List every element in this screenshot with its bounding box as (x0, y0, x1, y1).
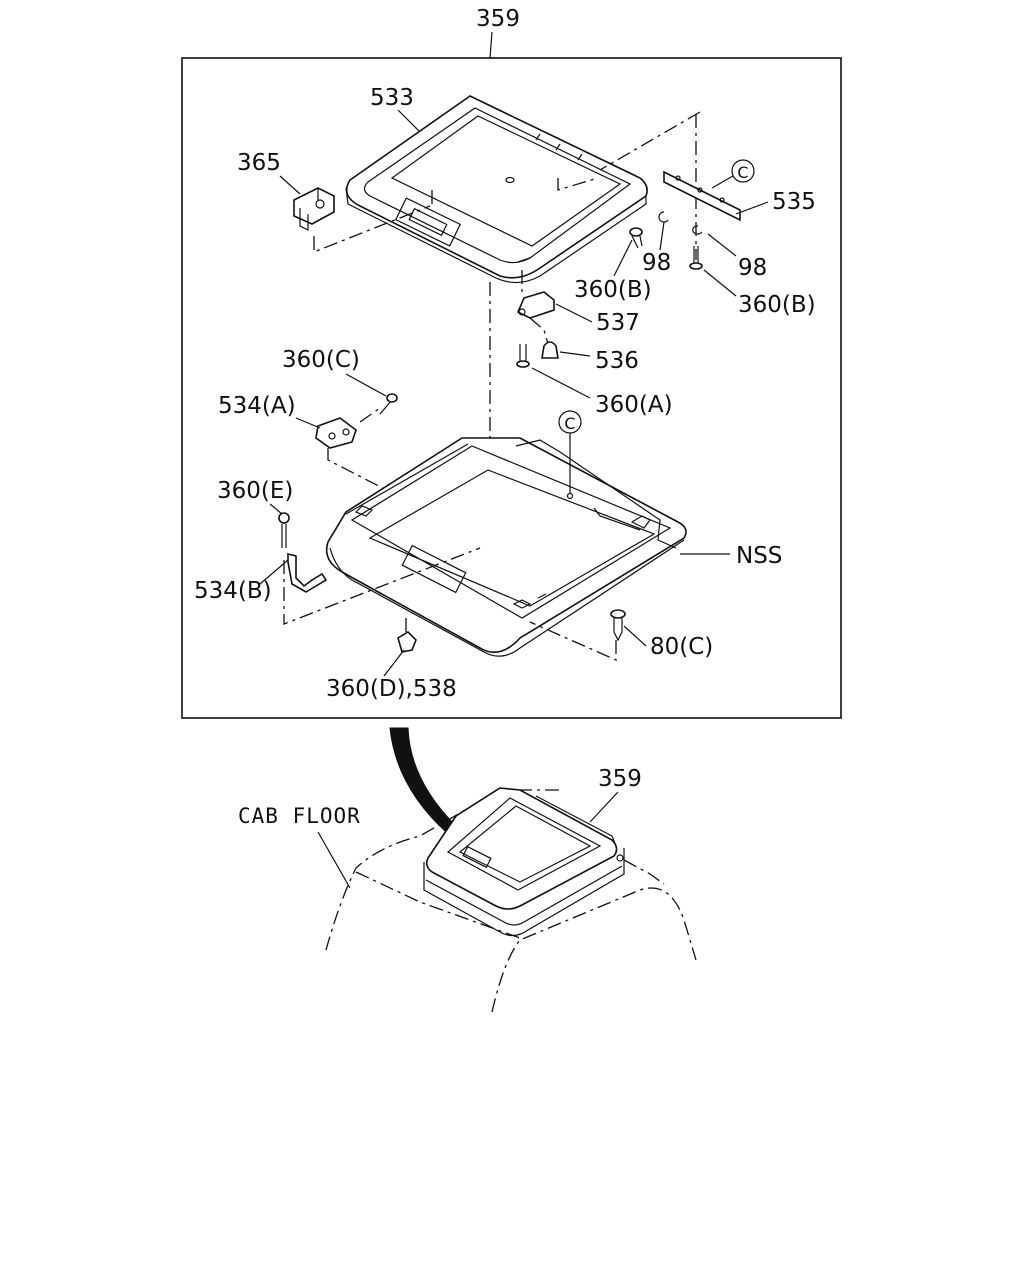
clip-360d-538 (397, 630, 417, 653)
guide-line (359, 407, 381, 423)
callout-534a: 534(A) (218, 393, 296, 419)
guide-line (529, 317, 549, 345)
leader-534a (295, 417, 321, 429)
bumper-536 (541, 341, 559, 359)
clip-98-left (658, 211, 669, 223)
inset-assembly-leader (589, 791, 619, 823)
console-lid (345, 95, 648, 284)
strip-535 (663, 170, 741, 222)
reference-c-lower: C (558, 410, 582, 500)
leader-98-left (659, 221, 665, 251)
guide-line (599, 111, 701, 171)
leader-360c (345, 373, 387, 397)
bracket-534a (315, 417, 357, 449)
guide-line (529, 621, 617, 661)
leader-533 (397, 109, 421, 133)
latch-365 (293, 187, 335, 231)
svg-text:C: C (737, 163, 748, 182)
callout-536: 536 (595, 348, 639, 374)
callout-533: 533 (370, 85, 414, 111)
exploded-view-frame (181, 57, 842, 719)
callout-360b-right: 360(B) (738, 292, 816, 318)
leader-360b-left (613, 239, 633, 277)
callout-360a: 360(A) (595, 392, 673, 418)
callout-360b-left: 360(B) (574, 277, 652, 303)
screw-80c (610, 609, 626, 642)
guide-line (313, 205, 431, 253)
reference-c-upper: C (711, 159, 755, 189)
leader-98-right (707, 233, 737, 257)
leader-536 (559, 351, 591, 357)
svg-text:C: C (564, 414, 575, 433)
callout-360e: 360(E) (217, 478, 293, 504)
callout-98-right: 98 (738, 255, 767, 281)
inset-assembly-label: 359 (598, 766, 642, 792)
screw-360b-right (689, 246, 703, 270)
leader-360b-right (703, 269, 737, 297)
leader-360e (269, 503, 283, 515)
cab-floor-leader (317, 831, 351, 889)
screw-360b-left (629, 227, 643, 249)
leader-365 (279, 175, 301, 195)
bracket-537 (516, 291, 555, 319)
guide-line (327, 448, 489, 543)
assembly-leader (489, 31, 493, 59)
cab-floor-label: CAB FLOOR (238, 804, 361, 828)
leader-360d-538 (383, 649, 405, 677)
screw-360e (278, 512, 290, 548)
bracket-534b (287, 552, 328, 593)
leader-80c (623, 625, 647, 647)
callout-535: 535 (772, 189, 816, 215)
assembly-label: 359 (476, 6, 520, 32)
screw-360c (379, 393, 398, 415)
leader-535 (735, 201, 769, 215)
screw-360a (516, 344, 530, 368)
callout-nss: NSS (736, 543, 782, 569)
cab-floor (325, 789, 697, 1013)
leader-537 (555, 303, 593, 323)
callout-98-left: 98 (642, 250, 671, 276)
leader-534b (259, 559, 289, 585)
callout-360c: 360(C) (282, 347, 360, 373)
callout-365: 365 (237, 150, 281, 176)
location-arrow (389, 727, 457, 833)
callout-534b: 534(B) (194, 578, 272, 604)
console-inset (423, 787, 625, 937)
leader-360a (531, 367, 591, 399)
callout-80c: 80(C) (650, 634, 713, 660)
guide-line (557, 177, 599, 191)
clip-98-right (692, 225, 703, 235)
guide-line (283, 547, 481, 625)
callout-360d-538: 360(D),538 (326, 676, 457, 702)
callout-537: 537 (596, 310, 640, 336)
console-base (325, 437, 687, 657)
